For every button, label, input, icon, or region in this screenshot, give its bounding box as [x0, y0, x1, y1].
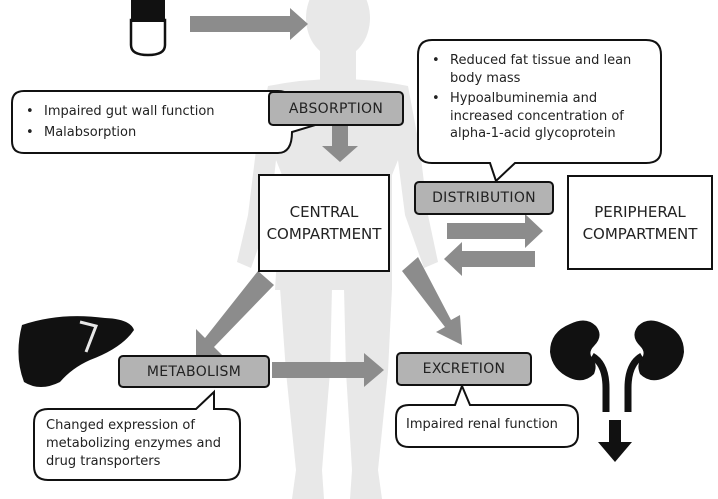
central-compartment-line-2: COMPARTMENT: [266, 225, 382, 243]
metabolism-label: METABOLISM: [118, 355, 270, 388]
urine-down-arrow: [598, 420, 632, 462]
metabolism-callout-line: Changed expression of: [46, 418, 195, 433]
central-to-metabolism-arrow: [196, 271, 274, 356]
distribution-label: DISTRIBUTION: [414, 181, 554, 215]
excretion-callout-text: Impaired renal function: [406, 417, 558, 432]
pill-capsule-icon: [129, 0, 167, 57]
metabolism-callout-line: metabolizing enzymes and: [46, 436, 221, 451]
peripheral-compartment-line-2: COMPARTMENT: [582, 224, 698, 243]
central-to-excretion-arrow: [402, 257, 462, 345]
metabolism-callout-text: Changed expression of metabolizing enzym…: [46, 417, 236, 471]
distribution-callout-item: Hypoalbuminemia and increased concentrat…: [428, 90, 654, 143]
absorption-down-arrow: [322, 126, 358, 162]
metabolism-callout-bubble: [33, 389, 241, 481]
capsule-to-body-arrow: [190, 8, 308, 40]
absorption-callout-item: Impaired gut wall function: [22, 103, 282, 121]
excretion-callout-bubble: [395, 383, 579, 448]
distribution-callout-item: Reduced fat tissue and lean body mass: [428, 52, 654, 87]
distribution-callout-list: Reduced fat tissue and lean body mass Hy…: [428, 52, 654, 146]
absorption-label: ABSORPTION: [268, 91, 404, 126]
central-compartment-line-1: CENTRAL: [289, 203, 359, 221]
kidneys-icon: [550, 320, 684, 462]
excretion-label: EXCRETION: [396, 352, 532, 386]
peripheral-compartment-line-1: PERIPHERAL: [594, 202, 686, 221]
central-to-peripheral-arrow: [447, 214, 543, 248]
absorption-callout-item: Malabsorption: [22, 124, 282, 142]
peripheral-compartment-box: PERIPHERAL COMPARTMENT: [567, 175, 713, 270]
peripheral-to-central-arrow: [444, 242, 535, 276]
flow-arrows: [190, 8, 543, 387]
metabolism-to-excretion-arrow: [272, 353, 384, 387]
liver-icon: [18, 316, 135, 387]
central-compartment-box: CENTRAL COMPARTMENT: [258, 174, 390, 272]
metabolism-callout-line: drug transporters: [46, 454, 161, 469]
absorption-callout-list: Impaired gut wall function Malabsorption: [22, 103, 282, 144]
